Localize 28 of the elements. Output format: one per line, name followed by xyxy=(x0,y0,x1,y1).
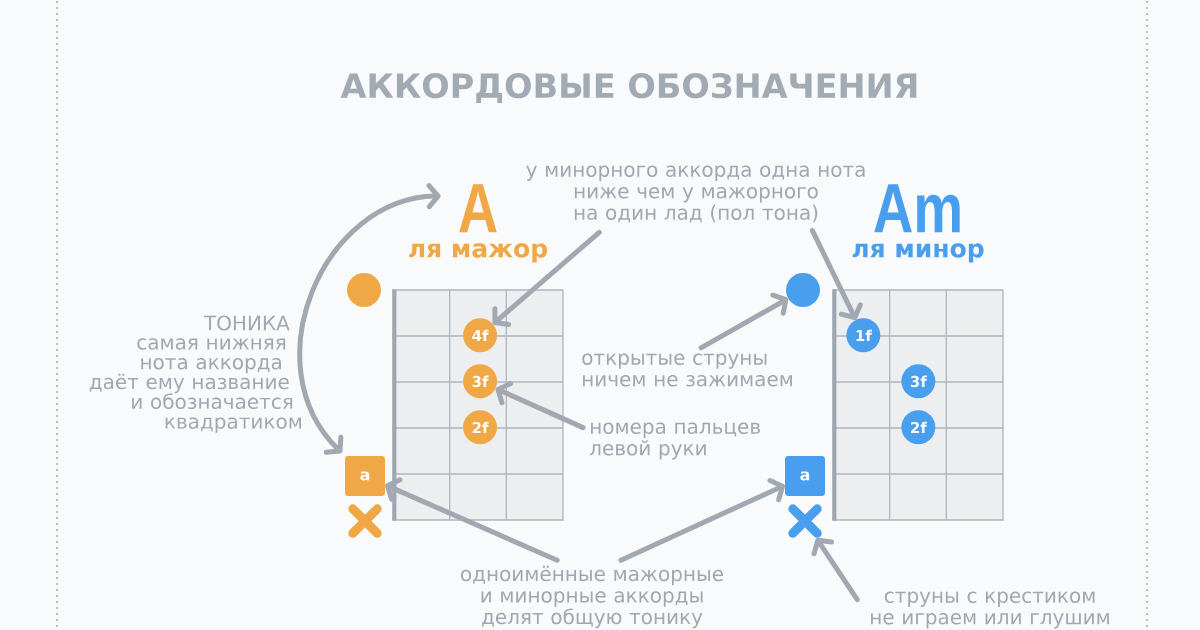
annotation-text: одноимённые мажорные и минорные аккорды делят общую тонику xyxy=(461,565,724,629)
cross-mark xyxy=(348,504,382,538)
fretboard-grid xyxy=(392,289,564,521)
open-string-dot xyxy=(347,273,381,307)
chord-name: ля мажор xyxy=(409,243,547,263)
chord-symbol: Am xyxy=(874,184,960,233)
tonic-square: a xyxy=(345,456,385,496)
arrow xyxy=(698,292,789,351)
arrow xyxy=(385,477,560,563)
chord-name: ля минор xyxy=(852,243,984,263)
arrow xyxy=(495,381,586,431)
annotation-text: открытые струны ничем не зажимаем xyxy=(582,353,792,387)
title: АККОРДОВЫЕ ОБОЗНАЧЕНИЯ xyxy=(340,72,917,104)
arrow xyxy=(297,183,441,455)
arrow xyxy=(618,478,786,563)
annotation-heading: ТОНИКА xyxy=(203,315,290,331)
arrow xyxy=(811,537,860,603)
chord-symbol: A xyxy=(459,184,497,233)
open-string-dot xyxy=(786,273,820,307)
annotation-text: у минорного аккорда одна нота ниже чем у мажорного на один лад (пол тона) xyxy=(526,165,865,223)
cross-mark xyxy=(788,504,822,538)
annotation-text: самая нижняя нота аккорда даёт ему название и обозначается квадратиком xyxy=(89,338,301,433)
annotation-text: струны с крестиком не играем или глушим xyxy=(871,591,1109,629)
arrow xyxy=(809,228,863,321)
fretboard-grid xyxy=(832,289,1004,521)
annotation-text: номера пальцев левой руки xyxy=(589,422,760,460)
tonic-square: a xyxy=(785,456,825,496)
arrow xyxy=(492,229,602,328)
